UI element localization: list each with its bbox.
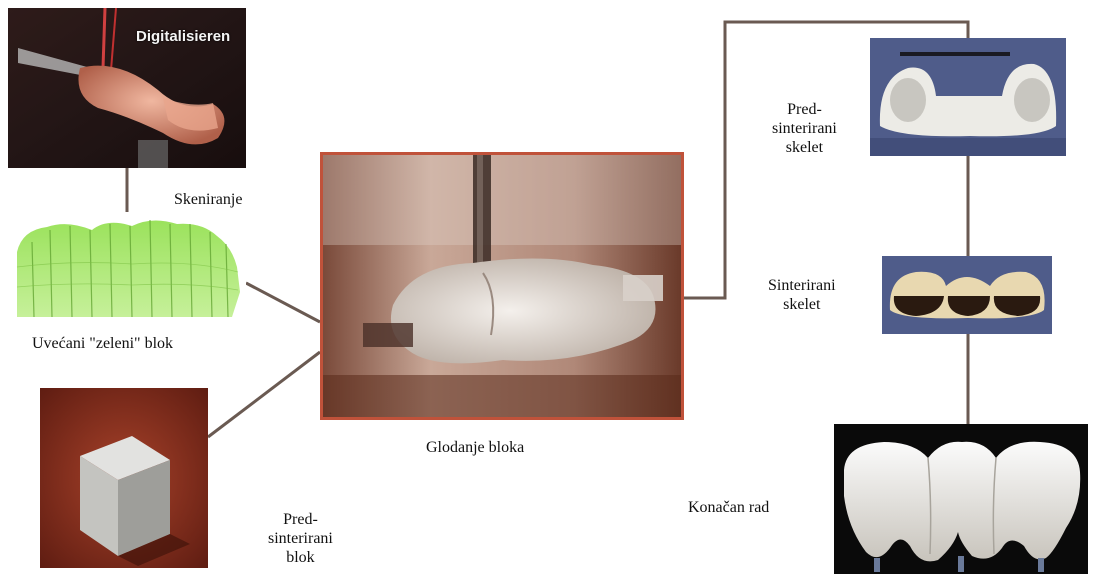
presintered-block-label-line-3: blok	[268, 548, 333, 567]
final-work-photo	[834, 424, 1088, 574]
final-work-label: Konačan rad	[688, 498, 769, 517]
presintered-block-label-line-2: sinterirani	[268, 529, 333, 548]
presintered-block-label-line-1: Pred-	[268, 510, 333, 529]
green-block-label: Uvećani "zeleni" blok	[32, 334, 173, 353]
presintered-block-photo	[40, 388, 208, 568]
sintered-frame-label-line-2: skelet	[768, 295, 836, 314]
presintered-frame-photo	[870, 38, 1066, 156]
connector-green-block-to-milling	[246, 283, 320, 322]
sintered-frame-graphic	[882, 256, 1052, 334]
presintered-frame-label: Pred- sinterirani skelet	[772, 100, 837, 157]
presintered-frame-label-line-1: Pred-	[772, 100, 837, 119]
block-cube-graphic	[40, 388, 208, 568]
milling-photo	[320, 152, 684, 420]
presintered-block-label: Pred- sinterirani blok	[268, 510, 333, 567]
presintered-frame-graphic	[870, 38, 1066, 156]
milling-label: Glodanje bloka	[426, 438, 524, 457]
green-mesh-graphic	[12, 212, 246, 320]
presintered-frame-label-line-3: skelet	[772, 138, 837, 157]
green-scan-image	[12, 212, 246, 320]
milling-graphic	[323, 155, 681, 417]
sintered-frame-label: Sinterirani skelet	[768, 276, 836, 314]
sintered-frame-label-line-1: Sinterirani	[768, 276, 836, 295]
scan-label: Skeniranje	[174, 190, 242, 209]
final-crowns-graphic	[834, 424, 1088, 574]
sintered-frame-photo	[882, 256, 1052, 334]
connector-block-to-milling	[208, 352, 320, 437]
digitize-photo: Digitalisieren	[8, 8, 246, 168]
presintered-frame-label-line-2: sinterirani	[772, 119, 837, 138]
digitize-overlay-text: Digitalisieren	[136, 28, 230, 45]
